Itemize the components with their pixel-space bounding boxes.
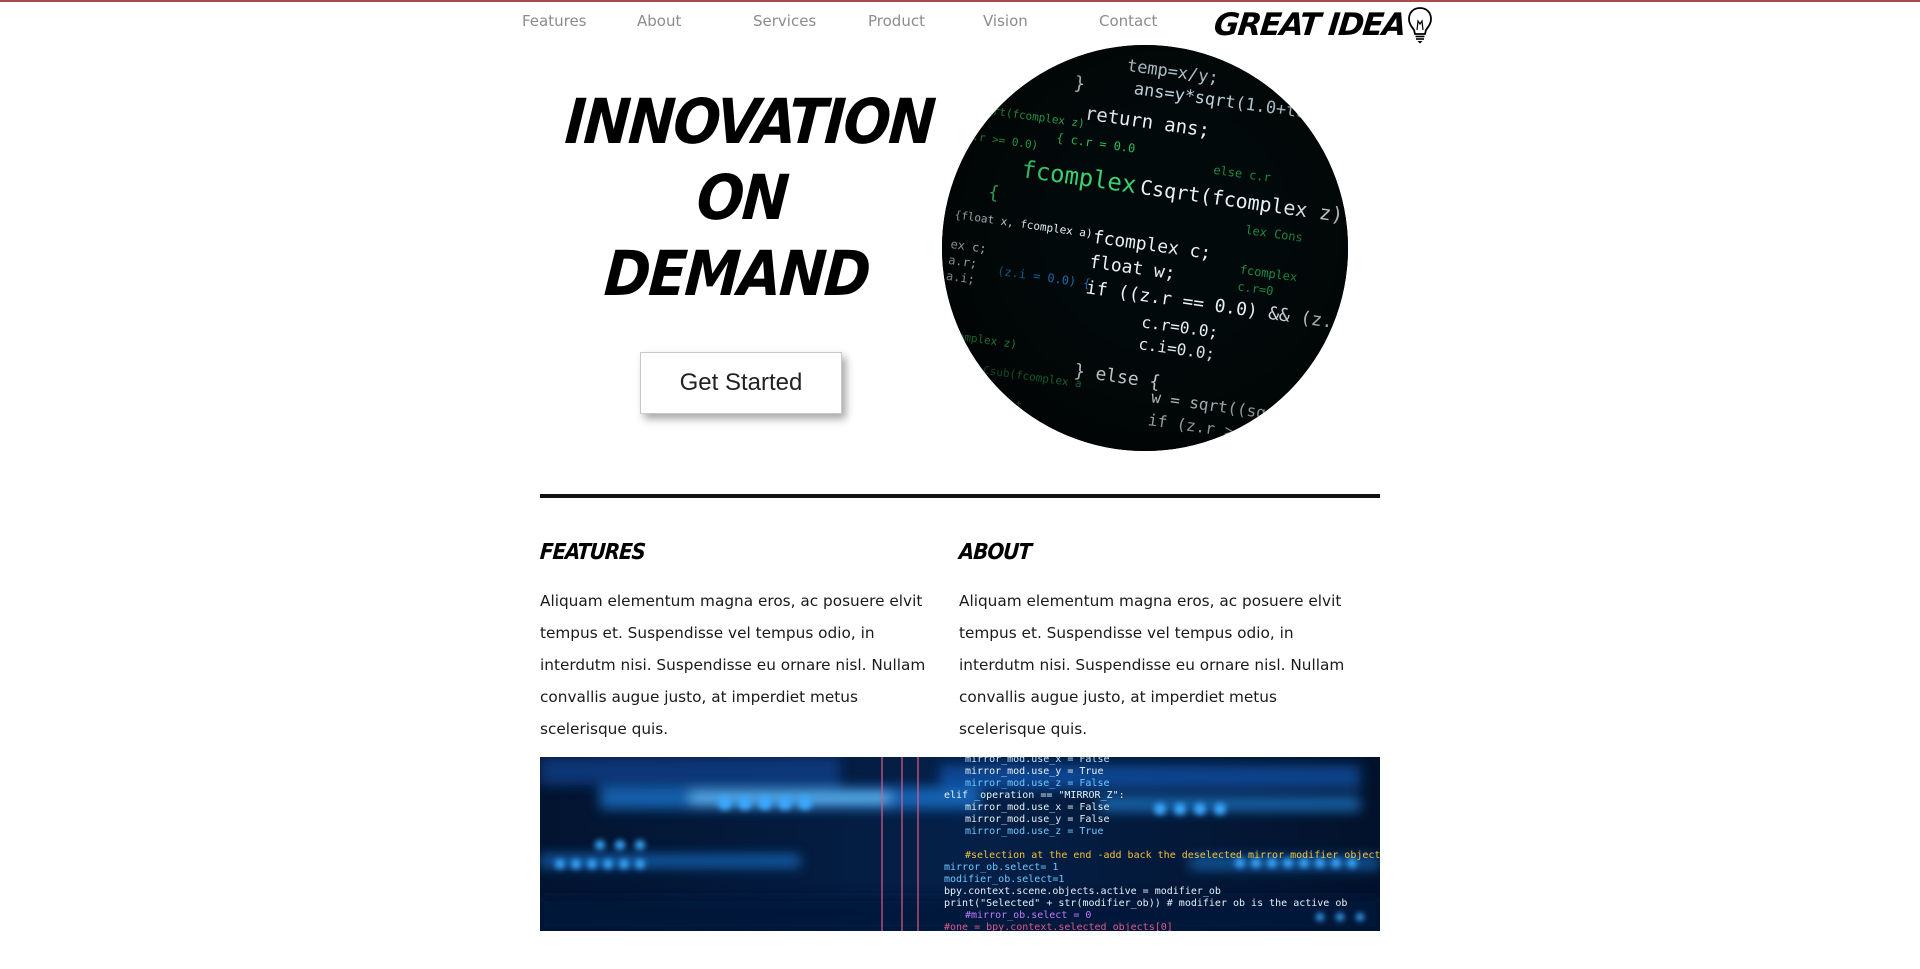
svg-text:bpy.context.scene.objects.acti: bpy.context.scene.objects.active = modif… xyxy=(944,886,1221,897)
brand-logo[interactable]: GREAT IDEA xyxy=(1212,4,1433,46)
about-heading: ABOUT xyxy=(958,540,1032,565)
features-body: Aliquam elementum magna eros, ac posuere… xyxy=(540,592,926,738)
svg-text:mirror_mod.use_y = True: mirror_mod.use_y = True xyxy=(965,766,1103,777)
nav-item-about[interactable]: About xyxy=(637,12,682,30)
svg-text:mirror_mod.use_y = False: mirror_mod.use_y = False xyxy=(965,814,1110,825)
lightbulb-icon xyxy=(1407,7,1432,44)
hero-code-image: temp=x/y; ans=y*sqrt(1.0+temp*t } return… xyxy=(942,45,1348,451)
section-divider xyxy=(540,494,1380,498)
about-body: Aliquam elementum magna eros, ac posuere… xyxy=(959,592,1345,738)
nav-item-contact[interactable]: Contact xyxy=(1099,12,1158,30)
nav-item-services[interactable]: Services xyxy=(753,12,817,30)
svg-text:#selection at the end -add bac: #selection at the end -add back the dese… xyxy=(965,850,1380,861)
hero-title-line-2: ON xyxy=(694,161,790,234)
nav-item-product[interactable]: Product xyxy=(868,12,925,30)
svg-text:mirror_mod.use_z = True: mirror_mod.use_z = True xyxy=(965,826,1103,837)
svg-text:print("Selected" + str(modifie: print("Selected" + str(modifier_ob)) # m… xyxy=(944,898,1347,909)
svg-text:mirror_mod.use_x = False: mirror_mod.use_x = False xyxy=(965,802,1110,813)
brand-name: GREAT IDEA xyxy=(1212,7,1407,43)
main-nav: Features About Services Product Vision C… xyxy=(0,12,1920,38)
code-banner-image: mirror_mod.use_x = False mirror_mod.use_… xyxy=(540,757,1380,931)
svg-text:#one = bpy.context.selected_ob: #one = bpy.context.selected_objects[0] xyxy=(944,922,1173,931)
hero-title-line-1: INNOVATION xyxy=(562,85,937,158)
about-section: ABOUT Aliquam elementum magna eros, ac p… xyxy=(958,540,1359,745)
get-started-button[interactable]: Get Started xyxy=(640,352,842,414)
svg-text:mirror_mod.use_x = False: mirror_mod.use_x = False xyxy=(965,757,1110,765)
svg-text:mirror_ob.select= 1: mirror_ob.select= 1 xyxy=(944,862,1058,873)
nav-item-features[interactable]: Features xyxy=(522,12,587,30)
top-border xyxy=(0,0,1920,2)
svg-text:elif _operation == "MIRROR_Z":: elif _operation == "MIRROR_Z": xyxy=(944,790,1125,801)
hero-title-line-3: DEMAND xyxy=(602,237,872,310)
nav-item-vision[interactable]: Vision xyxy=(983,12,1028,30)
svg-text:modifier_ob.select=1: modifier_ob.select=1 xyxy=(944,874,1064,885)
features-section: FEATURES Aliquam elementum magna eros, a… xyxy=(539,540,940,745)
svg-text:mirror_mod.use_z = False: mirror_mod.use_z = False xyxy=(965,778,1110,789)
code-closeup-graphic: temp=x/y; ans=y*sqrt(1.0+temp*t } return… xyxy=(942,45,1348,451)
hero-title: INNOVATION ON DEMAND xyxy=(552,84,937,312)
svg-text:#mirror_ob.select = 0: #mirror_ob.select = 0 xyxy=(965,910,1091,921)
code-banner-graphic: mirror_mod.use_x = False mirror_mod.use_… xyxy=(540,757,1380,931)
features-heading: FEATURES xyxy=(539,540,646,565)
